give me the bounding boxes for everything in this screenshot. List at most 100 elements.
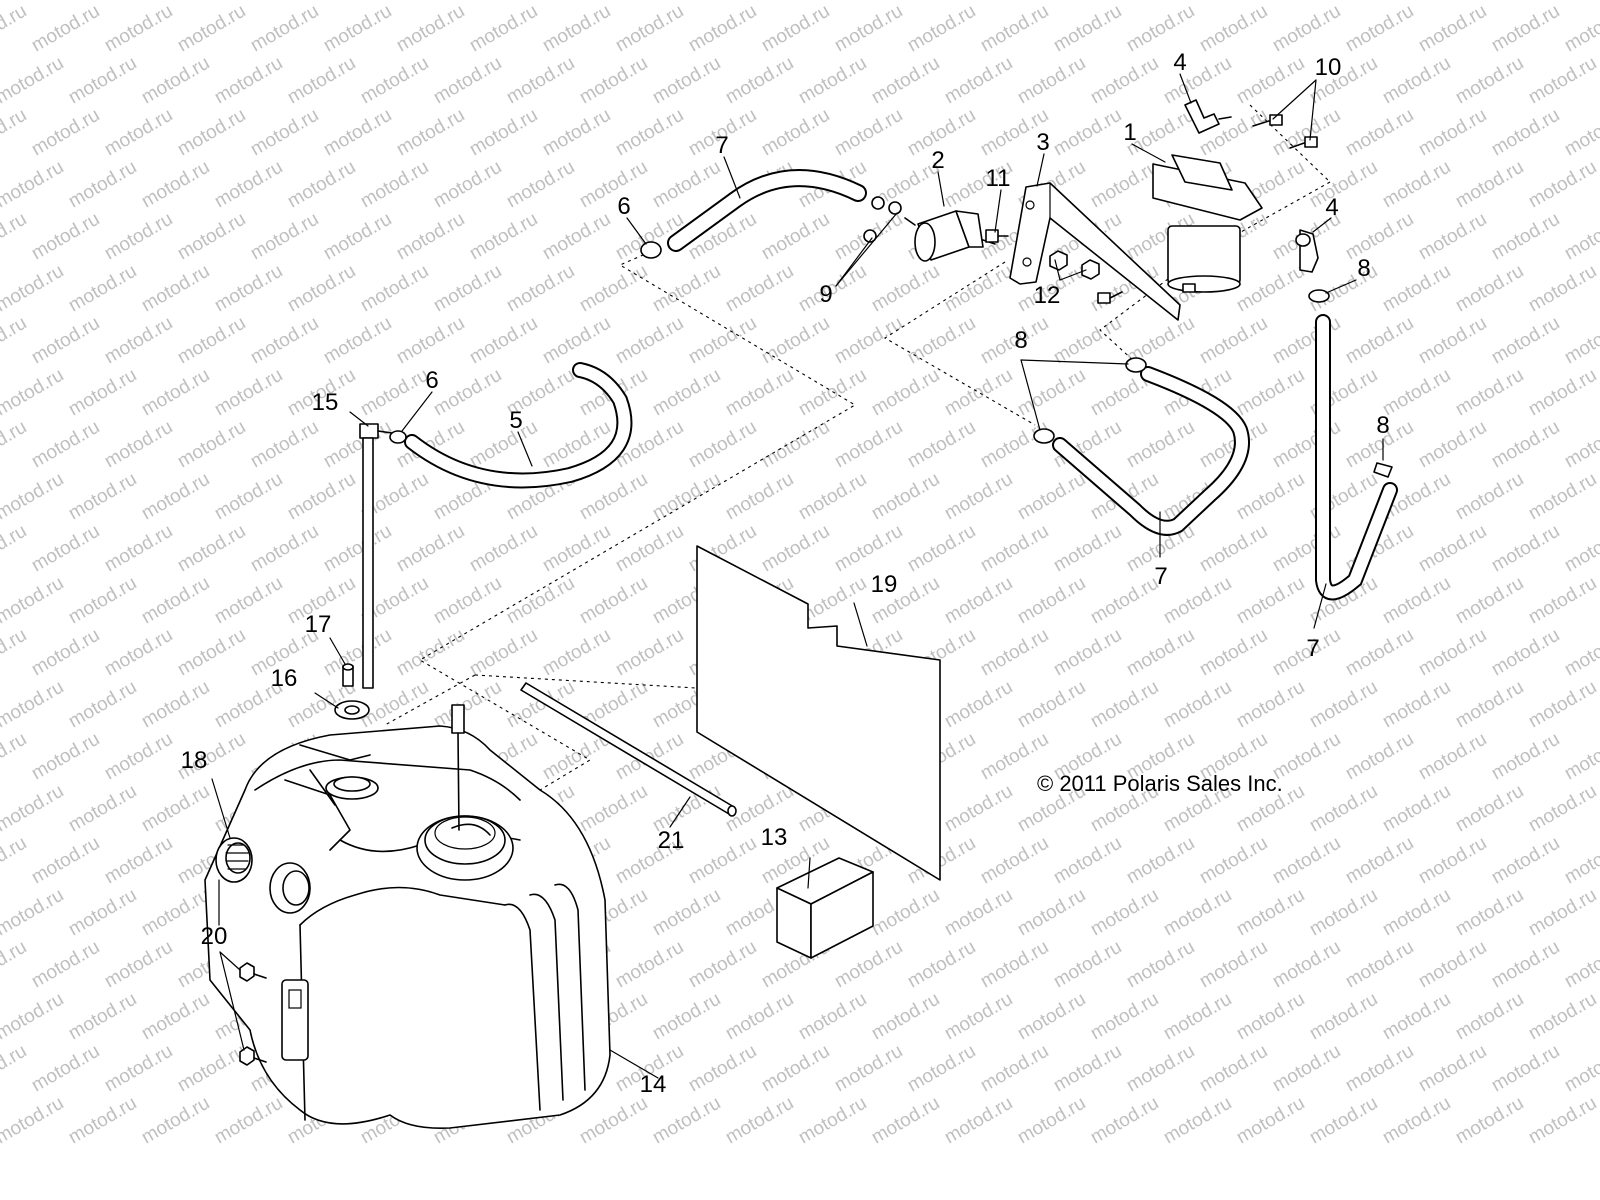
watermark-text: motod.ru (685, 937, 760, 993)
watermark-text: motod.ru (1342, 937, 1417, 993)
watermark-text: motod.ru (576, 53, 651, 109)
watermark-text: motod.ru (1196, 1041, 1271, 1097)
watermark-text: motod.ru (1342, 313, 1417, 369)
watermark-text: motod.ru (612, 521, 687, 577)
watermark-text: motod.ru (1415, 729, 1490, 785)
watermark-text: motod.ru (430, 677, 505, 733)
watermark-text: motod.ru (941, 677, 1016, 733)
watermark-text: motod.ru (393, 1, 468, 57)
fuel-tank (204, 725, 611, 1130)
watermark-text: motod.ru (1269, 937, 1344, 993)
clamp-right-upper (1308, 289, 1330, 303)
heat-shield-pad (696, 545, 941, 881)
mounting-bolts (985, 229, 1123, 304)
fuel-tank-filler-neck (269, 862, 311, 914)
watermark-text: motod.ru (649, 157, 724, 213)
valve-grommet (334, 700, 370, 720)
callout-8-top: 8 (1357, 255, 1370, 282)
watermark-text: motod.ru (0, 313, 30, 369)
watermark-text: motod.ru (1306, 989, 1381, 1045)
watermark-text: motod.ru (1123, 833, 1198, 889)
watermark-text: motod.ru (1160, 989, 1235, 1045)
watermark-text: motod.ru (247, 209, 322, 265)
tank-mounting-studs (239, 962, 267, 1066)
watermark-text: motod.ru (101, 833, 176, 889)
watermark-text: motod.ru (65, 53, 140, 109)
watermark-text: motod.ru (1306, 1093, 1381, 1149)
watermark-text: motod.ru (393, 105, 468, 161)
watermark-text: motod.ru (211, 365, 286, 421)
watermark-text: motod.ru (1123, 625, 1198, 681)
watermark-text: motod.ru (1452, 781, 1527, 837)
watermark-text: motod.ru (831, 417, 906, 473)
watermark-text: motod.ru (0, 157, 67, 213)
watermark-text: motod.ru (284, 469, 359, 525)
watermark-text: motod.ru (831, 1041, 906, 1097)
watermark-text: motod.ru (685, 417, 760, 473)
watermark-text: motod.ru (1233, 885, 1308, 941)
watermark-text: motod.ru (1123, 1041, 1198, 1097)
watermark-text: motod.ru (1233, 989, 1308, 1045)
watermark-text: motod.ru (430, 53, 505, 109)
fuel-hose-upper (667, 169, 867, 252)
watermark-text: motod.ru (65, 573, 140, 629)
watermark-text: motod.ru (0, 885, 67, 941)
watermark-text: motod.ru (1050, 105, 1125, 161)
callout-8-right: 8 (1376, 412, 1389, 439)
callout-10: 10 (1315, 54, 1342, 81)
watermark-text: motod.ru (1050, 1, 1125, 57)
watermark-text: motod.ru (941, 261, 1016, 317)
watermark-text: motod.ru (247, 313, 322, 369)
watermark-text: motod.ru (65, 781, 140, 837)
watermark-text: motod.ru (1342, 833, 1417, 889)
watermark-text: motod.ru (65, 677, 140, 733)
watermark-text: motod.ru (138, 573, 213, 629)
watermark-text: motod.ru (1050, 937, 1125, 993)
watermark-text: motod.ru (28, 1, 103, 57)
hose-clamps-middle (1033, 357, 1147, 444)
callout-8-middle: 8 (1014, 327, 1027, 354)
watermark-text: motod.ru (941, 53, 1016, 109)
callout-2: 2 (931, 147, 944, 174)
watermark-text: motod.ru (1269, 521, 1344, 577)
watermark-text: motod.ru (1561, 417, 1600, 473)
watermark-text: motod.ru (1342, 105, 1417, 161)
watermark-text: motod.ru (28, 1041, 103, 1097)
watermark-text: motod.ru (320, 521, 395, 577)
watermark-text: motod.ru (685, 833, 760, 889)
watermark-text: motod.ru (868, 1093, 943, 1149)
watermark-text: motod.ru (1488, 209, 1563, 265)
watermark-text: motod.ru (138, 365, 213, 421)
watermark-text: motod.ru (138, 469, 213, 525)
watermark-text: motod.ru (247, 1, 322, 57)
watermark-text: motod.ru (1525, 781, 1600, 837)
watermark-text: motod.ru (977, 625, 1052, 681)
watermark-text: motod.ru (539, 209, 614, 265)
watermark-text: motod.ru (1342, 1, 1417, 57)
watermark-text: motod.ru (1525, 53, 1600, 109)
watermark-text: motod.ru (539, 521, 614, 577)
callout-19: 19 (871, 571, 898, 598)
watermark-text: motod.ru (503, 53, 578, 109)
watermark-text: motod.ru (0, 729, 30, 785)
watermark-text: motod.ru (1196, 833, 1271, 889)
watermark-text: motod.ru (211, 157, 286, 213)
watermark-text: motod.ru (138, 261, 213, 317)
watermark-text: motod.ru (1488, 1, 1563, 57)
watermark-text: motod.ru (1452, 677, 1527, 733)
watermark-text: motod.ru (1306, 677, 1381, 733)
watermark-text: motod.ru (138, 677, 213, 733)
watermark-text: motod.ru (101, 313, 176, 369)
watermark-text: motod.ru (430, 157, 505, 213)
watermark-text: motod.ru (1488, 833, 1563, 889)
watermark-text: motod.ru (430, 365, 505, 421)
watermark-text: motod.ru (1452, 469, 1527, 525)
callout-16: 16 (271, 665, 298, 692)
watermark-text: motod.ru (138, 53, 213, 109)
watermark-text: motod.ru (1379, 365, 1454, 421)
watermark-text: motod.ru (174, 1, 249, 57)
watermark-text: motod.ru (941, 365, 1016, 421)
watermark-text: motod.ru (65, 365, 140, 421)
watermark-text: motod.ru (685, 313, 760, 369)
watermark-text: motod.ru (1561, 521, 1600, 577)
